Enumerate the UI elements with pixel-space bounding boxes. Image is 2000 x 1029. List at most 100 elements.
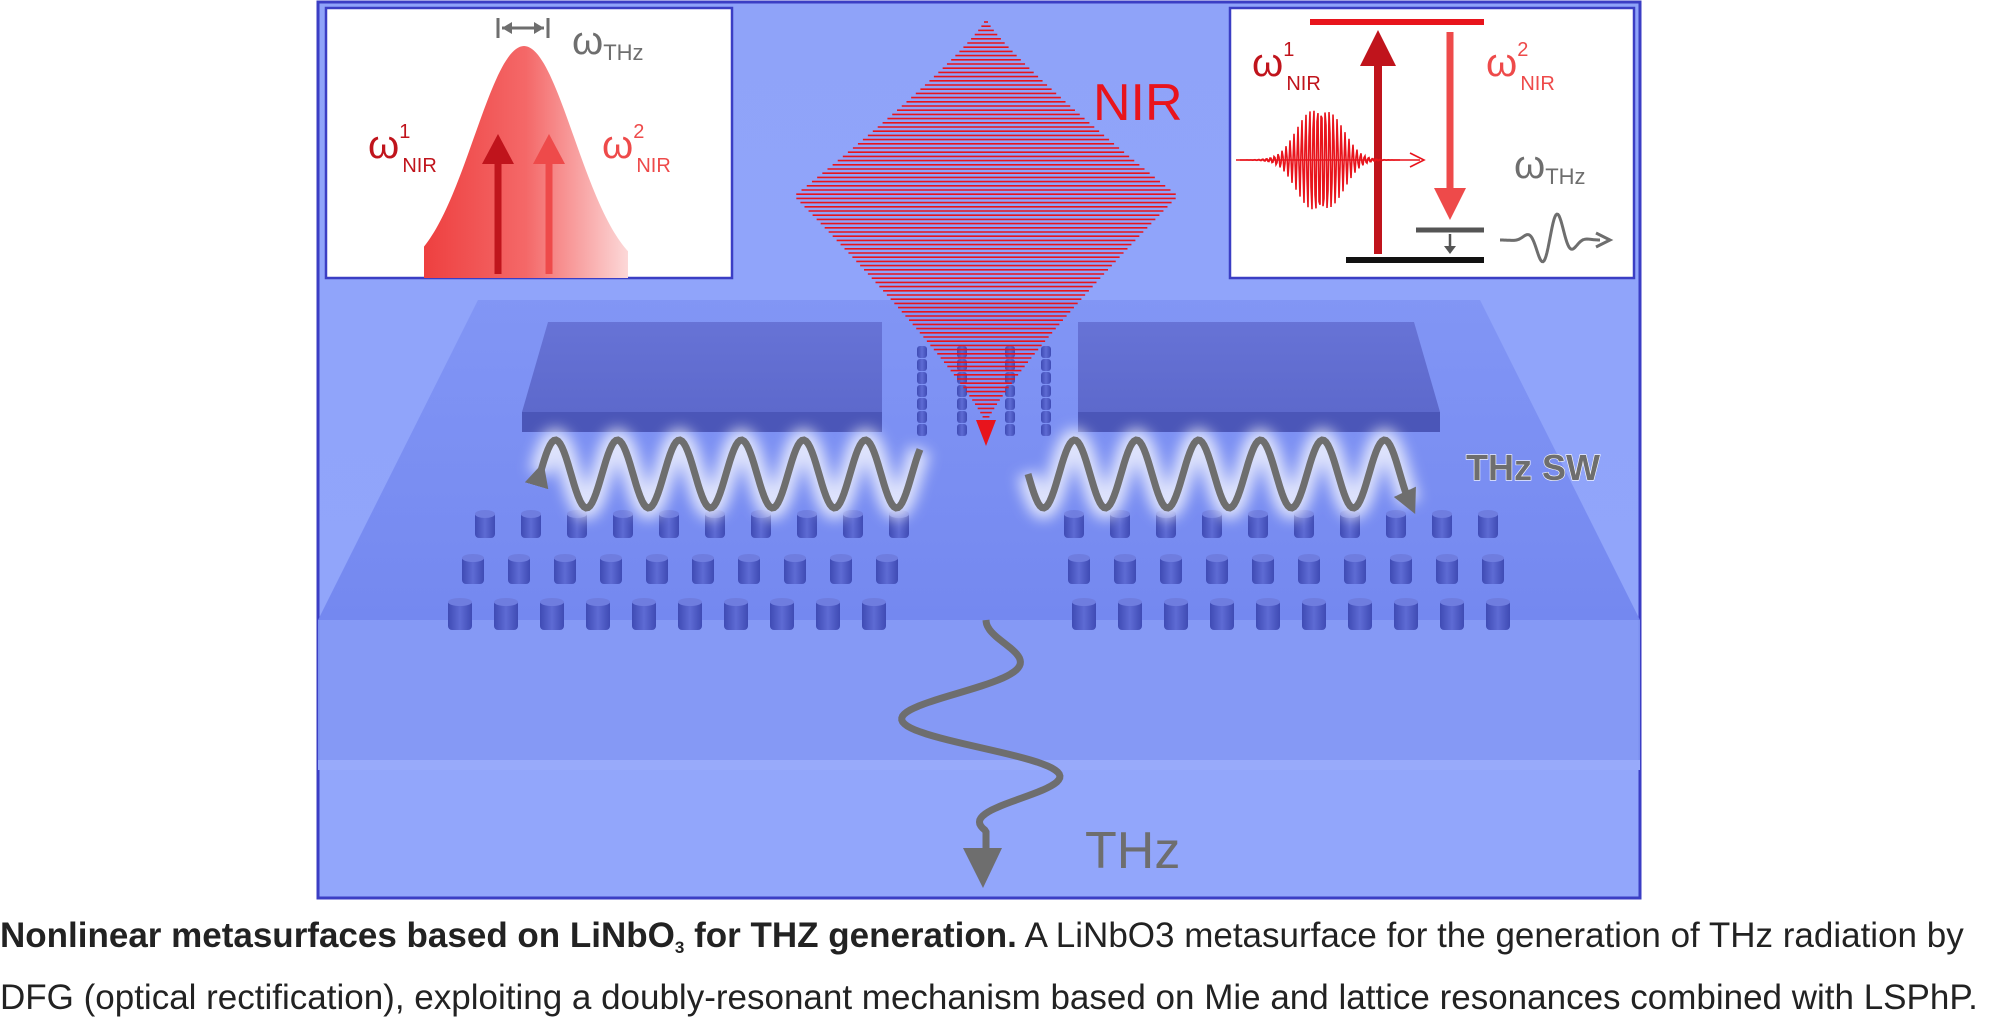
pillar-top (862, 598, 886, 606)
pillar (843, 512, 863, 538)
pillar-top (1440, 598, 1464, 606)
center-pillar (1005, 346, 1015, 358)
pillar-top (816, 598, 840, 606)
pillar (1436, 556, 1458, 584)
pillar (1160, 556, 1182, 584)
pillar (1394, 600, 1418, 630)
center-pillar (1041, 411, 1051, 423)
pillar (448, 600, 472, 630)
pillar-top (1160, 554, 1182, 562)
pillar-top (876, 554, 898, 562)
pillar (462, 556, 484, 584)
pillar-top (738, 554, 760, 562)
pillar-top (678, 598, 702, 606)
pillar-top (1386, 510, 1406, 518)
pillar (613, 512, 633, 538)
center-pillar (1041, 385, 1051, 397)
pillar (494, 600, 518, 630)
pillar (1298, 556, 1320, 584)
center-pillar (1005, 411, 1015, 423)
pillar (751, 512, 771, 538)
pillar (1486, 600, 1510, 630)
pillar (659, 512, 679, 538)
pillar-top (1248, 510, 1268, 518)
pump-arrow-up (1360, 30, 1396, 254)
stokes-arrow-down (1434, 32, 1466, 220)
pillar (738, 556, 760, 584)
pillar-top (1486, 598, 1510, 606)
pillar (692, 556, 714, 584)
pillar-top (521, 510, 541, 518)
pillar-top (1252, 554, 1274, 562)
nir-label: NIR (1093, 74, 1183, 132)
pillar (1256, 600, 1280, 630)
center-pillar (917, 372, 927, 384)
bandwidth-bracket (496, 18, 550, 38)
pillar-top (1302, 598, 1326, 606)
pillar-top (586, 598, 610, 606)
pillar-top (1210, 598, 1234, 606)
pillar (567, 512, 587, 538)
pillar (1390, 556, 1412, 584)
pillar (797, 512, 817, 538)
pillar (1478, 512, 1498, 538)
pillar-top (659, 510, 679, 518)
pillar (1118, 600, 1142, 630)
center-pillar (1041, 359, 1051, 371)
center-pillar (917, 359, 927, 371)
pillar (770, 600, 794, 630)
pillar (784, 556, 806, 584)
pillar-top (600, 554, 622, 562)
pillar-top (1118, 598, 1142, 606)
pillar (586, 600, 610, 630)
caption-title: Nonlinear metasurfaces based on LiNbO3 f… (0, 916, 1017, 957)
pillar (1164, 600, 1188, 630)
pillar-top (1390, 554, 1412, 562)
thz-level-marker (1444, 234, 1456, 254)
center-pillar (957, 424, 967, 436)
thz-surface-wave-right (1017, 428, 1420, 520)
pillar (1202, 512, 1222, 538)
pillar-top (1348, 598, 1372, 606)
pillar-top (797, 510, 817, 518)
pillar-top (830, 554, 852, 562)
center-pillar (957, 411, 967, 423)
pillar-top (843, 510, 863, 518)
thz-sw-label: THz SW (1466, 447, 1600, 488)
omega1-arrow (482, 134, 514, 274)
pillar-top (724, 598, 748, 606)
pillar-top (1478, 510, 1498, 518)
left-pillar-array (448, 510, 909, 630)
pillar (1206, 556, 1228, 584)
pillar-top (692, 554, 714, 562)
pillar (1432, 512, 1452, 538)
pillar-top (1298, 554, 1320, 562)
pillar (862, 600, 886, 630)
pillar-top (613, 510, 633, 518)
pillar (1072, 600, 1096, 630)
nir-arrow-head (976, 420, 996, 446)
pillar (1114, 556, 1136, 584)
inset-thz-head (1595, 231, 1614, 249)
pillar (508, 556, 530, 584)
nir-spectrum-gaussian (424, 46, 628, 278)
pillar (1302, 600, 1326, 630)
pillar (600, 556, 622, 584)
thz-emitted-wave (898, 619, 1064, 852)
right-pillar-array (1064, 510, 1510, 630)
center-pillar (1005, 424, 1015, 436)
thz-arrow-head (963, 848, 1002, 888)
pillar (1248, 512, 1268, 538)
center-pillar (957, 398, 967, 410)
pillar-top (1432, 510, 1452, 518)
pillar (1210, 600, 1234, 630)
pillar-top (1064, 510, 1084, 518)
pillar-top (1344, 554, 1366, 562)
pillar (1440, 600, 1464, 630)
center-pillar (1005, 359, 1015, 371)
